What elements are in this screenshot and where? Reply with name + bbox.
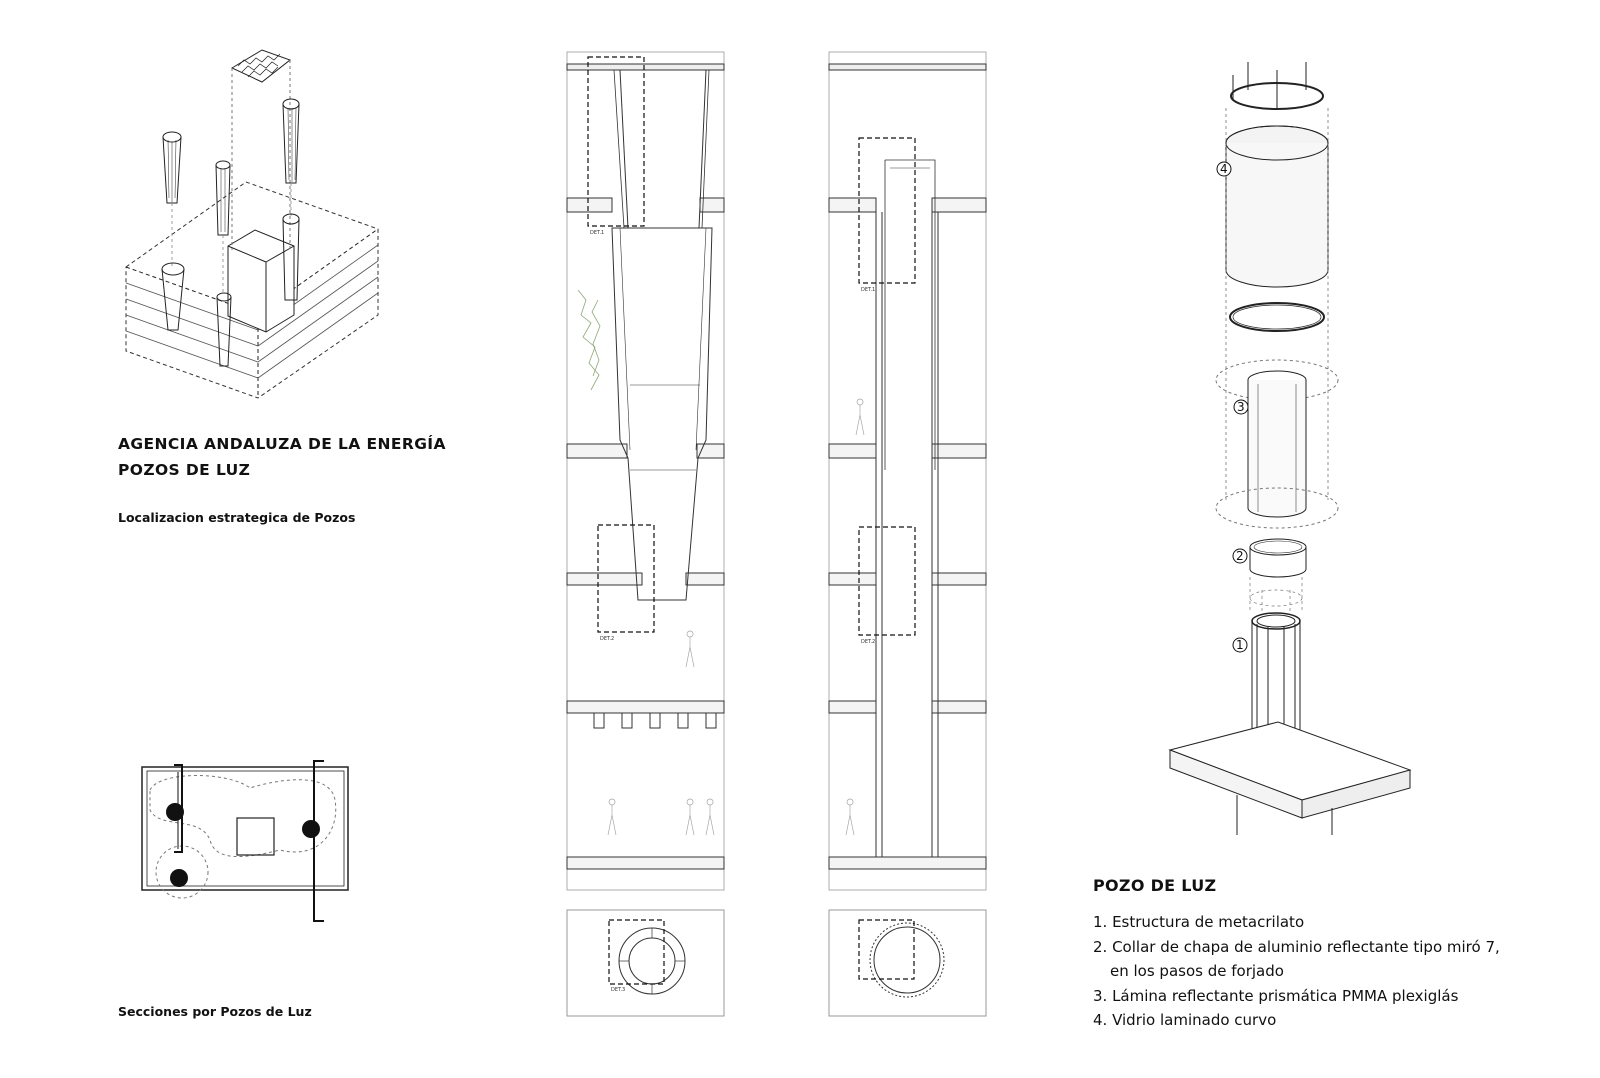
sections-caption: Secciones por Pozos de Luz bbox=[118, 1004, 312, 1019]
legend-item: 1. Estructura de metacrilato bbox=[1093, 913, 1305, 931]
axonometric-building bbox=[125, 49, 379, 399]
location-caption: Localizacion estrategica de Pozos bbox=[118, 510, 356, 525]
detail-label: DET.1 bbox=[590, 230, 604, 236]
marker-4: 4 bbox=[1220, 162, 1228, 176]
detail-label: DET.2 bbox=[861, 639, 875, 645]
title-line-2: POZOS DE LUZ bbox=[118, 461, 251, 479]
plan-detail-b bbox=[828, 909, 987, 1017]
legend-item: 2. Collar de chapa de aluminio reflectan… bbox=[1093, 937, 1500, 956]
page-title: AGENCIA ANDALUZA DE LA ENERGÍA POZOS DE … bbox=[118, 431, 446, 483]
legend-list: 1. Estructura de metacrilato 2. Collar d… bbox=[1093, 910, 1500, 1033]
marker-2: 2 bbox=[1236, 549, 1244, 563]
plan-detail-a bbox=[566, 909, 725, 1017]
detail-label: DET.3 bbox=[611, 987, 625, 993]
section-b bbox=[828, 51, 987, 891]
plan-diagram bbox=[141, 760, 349, 922]
marker-1: 1 bbox=[1236, 638, 1244, 652]
detail-label: DET.1 bbox=[861, 287, 875, 293]
marker-3: 3 bbox=[1237, 400, 1245, 414]
component-markers: 4 3 2 1 bbox=[1216, 161, 1249, 653]
legend-item: 3. Lámina reflectante prismática PMMA pl… bbox=[1093, 986, 1459, 1005]
section-a bbox=[566, 51, 725, 891]
detail-label: DET.2 bbox=[600, 636, 614, 642]
legend-item: 4. Vidrio laminado curvo bbox=[1093, 1011, 1277, 1029]
exploded-light-well bbox=[1168, 62, 1412, 835]
legend-item: en los pasos de forjado bbox=[1110, 962, 1284, 980]
legend-title: POZO DE LUZ bbox=[1093, 876, 1217, 895]
title-line-1: AGENCIA ANDALUZA DE LA ENERGÍA bbox=[118, 435, 446, 453]
